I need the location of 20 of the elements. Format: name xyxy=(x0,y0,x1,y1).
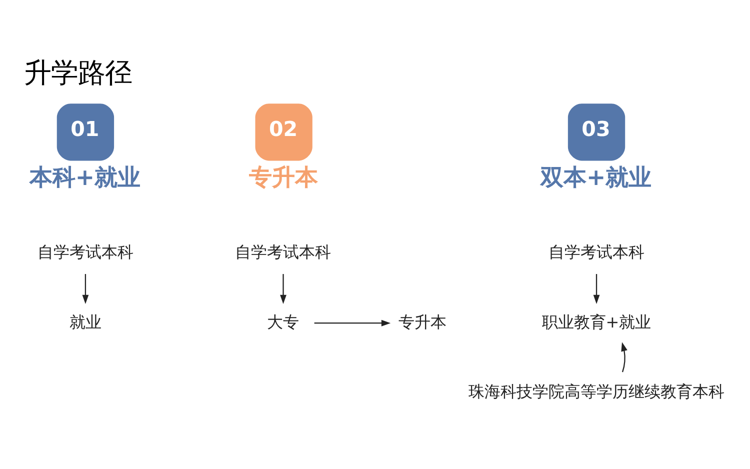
node-box: 02 xyxy=(255,104,312,161)
arrow xyxy=(593,274,600,304)
node-text: 自学考试本科 xyxy=(548,242,645,262)
node-box: 01 xyxy=(56,104,114,161)
node-text: 自学考试本科 xyxy=(235,242,332,262)
node-label: 双本+就业 xyxy=(540,164,652,191)
arrow xyxy=(314,320,391,326)
node-box: 03 xyxy=(568,104,626,161)
node-text: 大专 xyxy=(267,312,300,332)
node-text: 专升本 xyxy=(398,312,447,332)
arrow xyxy=(82,274,89,304)
arrow xyxy=(621,342,628,372)
node-text: 珠海科技学院高等学历继续教育本科 xyxy=(468,382,725,402)
arrow xyxy=(280,274,286,304)
diagram-title: 升学路径 xyxy=(24,58,132,90)
node-text: 就业 xyxy=(69,312,102,332)
node-text: 职业教育+就业 xyxy=(542,312,652,332)
node-label: 本科+就业 xyxy=(29,164,141,191)
node-label: 专升本 xyxy=(248,164,318,191)
node-text: 自学考试本科 xyxy=(37,242,134,262)
